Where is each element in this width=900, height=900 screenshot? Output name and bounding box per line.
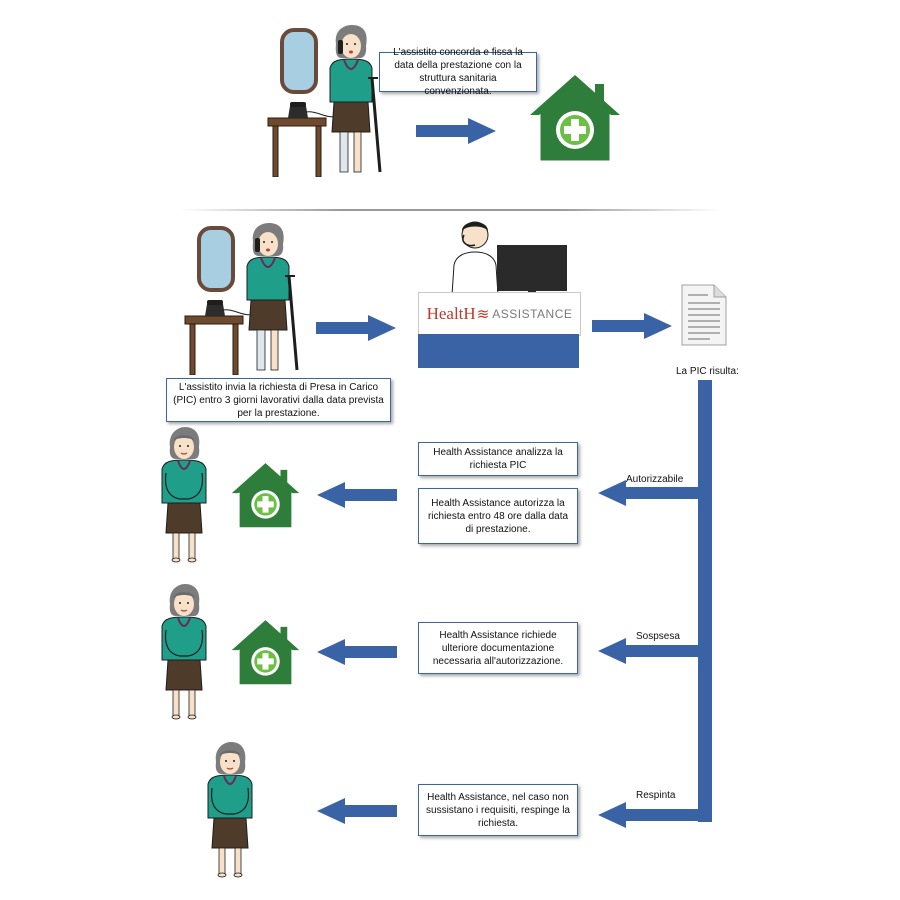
arrow-right-icon [592, 313, 672, 339]
authorize-text-box: Health Assistance autorizza la richiesta… [418, 488, 578, 544]
health-assistance-logo: HealtH ≋ ASSISTANCE [418, 292, 581, 336]
reception-desk [418, 334, 579, 368]
healthcare-house-icon [228, 616, 303, 688]
suspended-text-box: Health Assistance richiede ulteriore doc… [418, 622, 578, 674]
arrow-left-icon [317, 639, 397, 665]
logo-swoosh-icon: ≋ [476, 306, 490, 323]
branch-label-suspended: Sospsesa [636, 631, 680, 642]
branch-label-authorizable: Autorizzabile [626, 474, 684, 485]
arrow-right-icon [416, 118, 496, 144]
branch-arrow-left-icon [598, 638, 708, 664]
branch-arrow-left-icon [598, 480, 708, 506]
branch-label-rejected: Respinta [636, 790, 676, 801]
logo-health-text: HealtH [426, 304, 476, 323]
flow-trunk-line [698, 380, 712, 822]
step1-text: L'assistito concorda e fissa la data del… [393, 47, 523, 97]
logo-assistance-text: ASSISTANCE [492, 307, 573, 321]
analysis-text-box: Health Assistance analizza la richiesta … [418, 442, 578, 476]
assisted-phone-illustration [165, 220, 325, 375]
rejected-text: Health Assistance, nel caso non sussista… [426, 791, 570, 829]
arrow-left-icon [317, 798, 397, 824]
arrow-right-icon [316, 315, 396, 341]
woman-icon [200, 740, 260, 880]
authorize-text: Health Assistance autorizza la richiesta… [427, 497, 569, 535]
step1-text-box: L'assistito concorda e fissa la data del… [379, 47, 537, 97]
arrow-left-icon [317, 482, 397, 508]
healthcare-house-icon [525, 70, 625, 165]
operator-icon [451, 221, 567, 296]
woman-icon [154, 425, 214, 565]
suspended-text: Health Assistance richiede ulteriore doc… [432, 629, 564, 667]
step2-text-box: L'assistito invia la richiesta di Presa … [166, 378, 391, 422]
healthcare-house-icon [228, 459, 303, 531]
woman-icon [154, 582, 214, 722]
section-divider [180, 209, 720, 211]
branch-arrow-left-icon [598, 802, 712, 828]
analysis-text: Health Assistance analizza la richiesta … [433, 447, 563, 471]
rejected-text-box: Health Assistance, nel caso non sussista… [418, 784, 578, 836]
assisted-phone-illustration [248, 22, 408, 177]
step2-text: L'assistito invia la richiesta di Presa … [173, 381, 384, 419]
document-icon [681, 284, 727, 346]
outcome-label: La PIC risulta: [676, 366, 739, 377]
